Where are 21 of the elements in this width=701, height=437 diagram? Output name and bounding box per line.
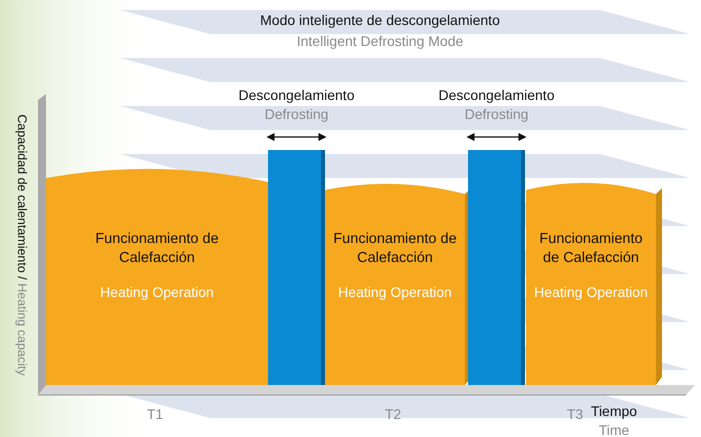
defrost-label: Descongelamiento <box>438 87 554 103</box>
defrost-bar <box>468 150 525 385</box>
subtitle: Intelligent Defrosting Mode <box>296 33 464 49</box>
block-subtitle: Heating Operation <box>533 283 649 302</box>
block-title: Funcionamiento de Calefacción <box>332 230 458 268</box>
defrost-label: Descongelamiento <box>238 87 354 103</box>
defrost-sublabel: Defrosting <box>264 106 328 122</box>
axis-subtitle: Time <box>598 422 630 437</box>
block-subtitle: Heating Operation <box>99 283 215 302</box>
axis-subtitle: Heating capacity <box>15 282 29 376</box>
time-label: T2 <box>384 406 402 422</box>
block-title: Funcionamiento de Calefacción <box>538 230 644 268</box>
title: Modo inteligente de descongelamiento <box>260 12 500 28</box>
axis-title: Capacidad de calentamiento / <box>15 114 29 280</box>
defrost-bar <box>268 150 325 385</box>
time-label: T1 <box>146 406 164 422</box>
axis-title: Tiempo <box>590 403 638 419</box>
block-title: Funcionamiento de Calefacción <box>94 230 220 268</box>
time-label: T3 <box>566 406 584 422</box>
defrost-sublabel: Defrosting <box>464 106 528 122</box>
block-subtitle: Heating Operation <box>337 283 453 302</box>
